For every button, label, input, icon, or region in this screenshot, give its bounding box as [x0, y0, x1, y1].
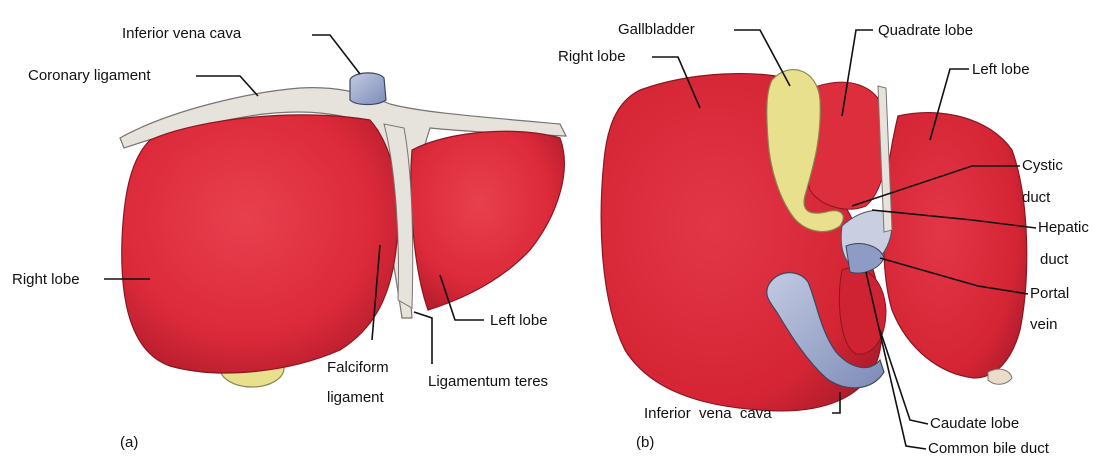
inferior-vena-cava-shape-a: [350, 73, 386, 105]
figure-b: Gallbladder Quadrate lobe Right lobe Lef…: [558, 21, 1089, 457]
label-common-bile-duct: Common bile duct: [928, 440, 1050, 457]
caption-b: (b): [636, 434, 654, 451]
label-left-lobe-a: Left lobe: [490, 312, 548, 329]
caption-a: (a): [120, 434, 138, 451]
label-caudate-lobe: Caudate lobe: [930, 415, 1019, 432]
label-right-lobe-b: Right lobe: [558, 48, 626, 65]
label-left-lobe-b: Left lobe: [972, 61, 1030, 78]
right-lobe-shape-a: [122, 115, 398, 373]
label-gallbladder: Gallbladder: [618, 21, 695, 38]
label-falciform-line1: Falciform: [327, 359, 389, 376]
label-cystic-line2: duct: [1022, 189, 1051, 206]
label-falciform-line2: ligament: [327, 389, 385, 406]
left-lobe-tip-b: [988, 369, 1012, 384]
label-quadrate-lobe: Quadrate lobe: [878, 22, 973, 39]
leader-ligamentum-teres: [414, 312, 432, 364]
label-ligamentum-teres: Ligamentum teres: [428, 373, 548, 390]
caudate-lobe-shape: [839, 268, 886, 354]
left-lobe-shape-a: [411, 131, 565, 310]
left-lobe-shape-b: [884, 113, 1027, 378]
label-inferior-vena-cava-b: Inferior vena cava: [644, 405, 772, 422]
label-cystic-line1: Cystic: [1022, 157, 1063, 174]
label-portal-line2: vein: [1030, 316, 1058, 333]
label-right-lobe-a: Right lobe: [12, 271, 80, 288]
label-hepatic-line2: duct: [1040, 251, 1069, 268]
label-coronary-ligament: Coronary ligament: [28, 67, 151, 84]
leader-coronary: [196, 76, 258, 96]
leader-ivc-a: [312, 35, 360, 74]
figure-a: Inferior vena cava Coronary ligament Rig…: [12, 25, 566, 451]
label-hepatic-line1: Hepatic: [1038, 219, 1089, 236]
label-portal-line1: Portal: [1030, 285, 1069, 302]
label-inferior-vena-cava-a: Inferior vena cava: [122, 25, 242, 42]
